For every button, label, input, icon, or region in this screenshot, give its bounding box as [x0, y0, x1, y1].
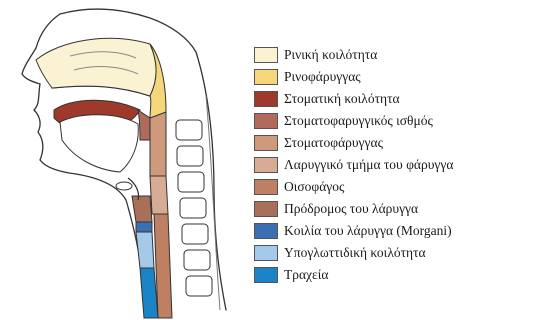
laryngeal-ventricle-region [136, 222, 152, 232]
vertebra [177, 146, 203, 166]
legend-item: Ρινική κοιλότητα [254, 44, 453, 66]
tongue [60, 115, 138, 172]
oropharyngeal-isthmus-region [138, 110, 150, 140]
legend-swatch [254, 47, 278, 63]
legend-swatch [254, 157, 278, 173]
legend-swatch [254, 267, 278, 283]
legend-label: Λαρυγγικό τμήμα του φάρυγγα [284, 157, 453, 173]
hyoid-bone [116, 182, 132, 190]
vertebra [182, 224, 208, 244]
vertebra [184, 250, 210, 270]
legend-item: Κοιλία του λάρυγγα (Morgani) [254, 220, 453, 242]
legend-swatch [254, 113, 278, 129]
oropharynx-region [150, 112, 166, 176]
legend-item: Στοματοφαρυγγικός ισθμός [254, 110, 453, 132]
legend-item: Οισοφάγος [254, 176, 453, 198]
subglottic-cavity-region [136, 232, 154, 268]
nose-profile [22, 48, 40, 84]
vertebra [186, 276, 212, 296]
legend-label: Στοματική κοιλότητα [284, 91, 400, 107]
neck-front-outline [76, 174, 146, 300]
legend-item: Πρόδρομος του λάρυγγα [254, 198, 453, 220]
cervical-vertebrae [176, 120, 212, 296]
vertebra [180, 198, 206, 218]
legend-swatch [254, 91, 278, 107]
legend-item: Ρινοφάρυγγας [254, 66, 453, 88]
legend-label: Πρόδρομος του λάρυγγα [284, 201, 418, 217]
legend-label: Στοματοφάρυγγας [284, 135, 383, 151]
legend-label: Κοιλία του λάρυγγα (Morgani) [284, 223, 452, 239]
legend-item: Λαρυγγικό τμήμα του φάρυγγα [254, 154, 453, 176]
forehead-outline [36, 14, 60, 48]
laryngopharynx-region [150, 176, 168, 214]
legend-swatch [254, 69, 278, 85]
legend-label: Στοματοφαρυγγικός ισθμός [284, 113, 433, 129]
trachea-region [140, 268, 158, 318]
laryngeal-vestibule-region [132, 196, 152, 222]
legend-label: Υπογλωττιδική κοιλότητα [284, 245, 426, 261]
vertebra [176, 120, 202, 140]
legend-swatch [254, 201, 278, 217]
legend-label: Ρινική κοιλότητα [284, 47, 377, 63]
legend-swatch [254, 223, 278, 239]
legend-swatch [254, 135, 278, 151]
vertebra [178, 172, 204, 192]
legend-swatch [254, 179, 278, 195]
legend-label: Τραχεία [284, 267, 328, 283]
legend-item: Τραχεία [254, 264, 453, 286]
legend-item: Στοματική κοιλότητα [254, 88, 453, 110]
legend-item: Στοματοφάρυγγας [254, 132, 453, 154]
legend-label: Ρινοφάρυγγας [284, 69, 361, 85]
legend-label: Οισοφάγος [284, 179, 344, 195]
nasal-cavity-region [36, 38, 156, 96]
head-neck-sagittal-illustration [0, 0, 250, 320]
legend-swatch [254, 245, 278, 261]
legend-item: Υπογλωττιδική κοιλότητα [254, 242, 453, 264]
